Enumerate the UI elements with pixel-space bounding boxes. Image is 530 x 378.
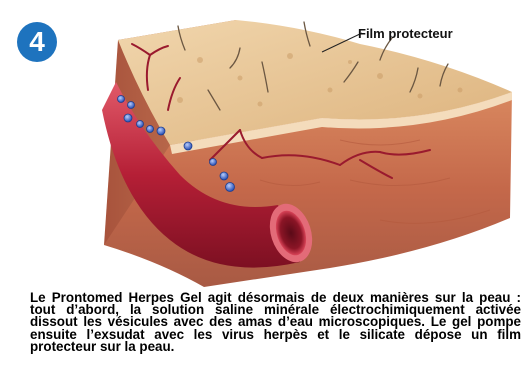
skin-cross-section-illustration [0, 0, 530, 300]
description-caption: Le Prontomed Herpes Gel agit désormais d… [30, 292, 521, 353]
step-number-badge: 4 [17, 22, 57, 62]
film-protecteur-label: Film protecteur [358, 26, 453, 41]
